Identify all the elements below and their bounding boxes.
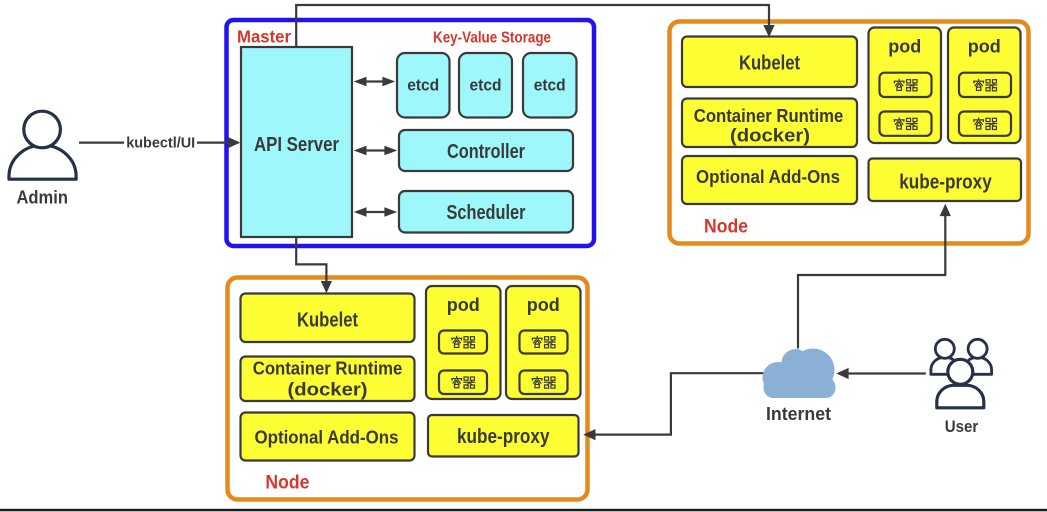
svg-text:Kubelet: Kubelet xyxy=(297,310,358,332)
svg-text:kube-proxy: kube-proxy xyxy=(457,426,550,448)
svg-text:Kubelet: Kubelet xyxy=(739,53,800,75)
svg-text:Admin: Admin xyxy=(16,188,68,208)
svg-text:etcd: etcd xyxy=(470,77,502,95)
svg-text:etcd: etcd xyxy=(407,77,439,95)
svg-text:etcd: etcd xyxy=(534,77,566,95)
svg-text:Internet: Internet xyxy=(766,404,831,424)
svg-text:Container Runtime: Container Runtime xyxy=(253,358,403,379)
svg-text:(docker): (docker) xyxy=(288,379,368,400)
svg-text:Optional Add-Ons: Optional Add-Ons xyxy=(255,427,399,448)
svg-text:Container Runtime: Container Runtime xyxy=(694,105,844,126)
svg-text:User: User xyxy=(945,418,979,436)
svg-text:kubectl/UI: kubectl/UI xyxy=(126,136,195,152)
svg-text:Node: Node xyxy=(265,473,309,494)
svg-text:Node: Node xyxy=(704,217,748,238)
svg-text:kube-proxy: kube-proxy xyxy=(899,172,992,194)
svg-text:API Server: API Server xyxy=(254,134,339,156)
svg-text:pod: pod xyxy=(527,295,560,315)
svg-text:Optional Add-Ons: Optional Add-Ons xyxy=(696,166,840,187)
svg-text:pod: pod xyxy=(447,295,480,315)
svg-text:Key-Value Storage: Key-Value Storage xyxy=(433,30,551,47)
svg-text:Controller: Controller xyxy=(447,141,525,163)
svg-text:Scheduler: Scheduler xyxy=(447,202,526,224)
svg-text:(docker): (docker) xyxy=(730,125,810,146)
svg-text:pod: pod xyxy=(968,36,1001,56)
svg-text:Master: Master xyxy=(237,27,291,47)
svg-text:pod: pod xyxy=(888,36,921,56)
